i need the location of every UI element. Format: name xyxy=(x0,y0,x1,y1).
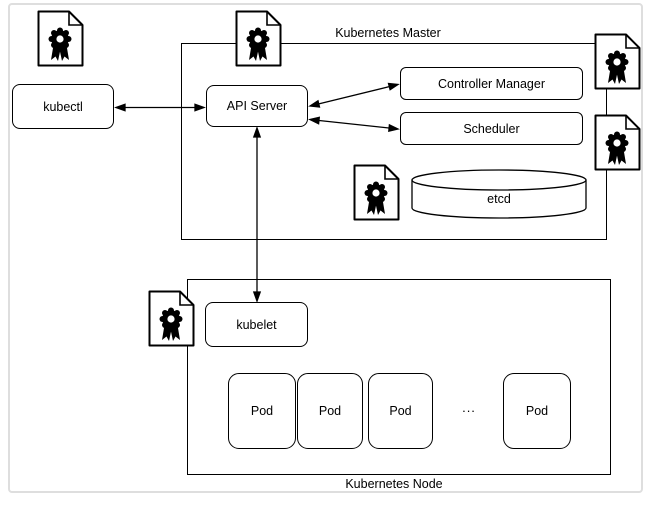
pod-box: Pod xyxy=(368,373,433,449)
controller-manager-box: Controller Manager xyxy=(400,67,583,100)
pod-box: Pod xyxy=(297,373,363,449)
certificate-icon xyxy=(353,164,400,221)
kubelet-box: kubelet xyxy=(205,302,308,347)
api-server-box: API Server xyxy=(206,85,308,127)
pods-ellipsis: ... xyxy=(462,400,476,415)
image-frame xyxy=(8,3,643,493)
kubelet-label: kubelet xyxy=(236,317,277,332)
certificate-icon xyxy=(594,33,641,90)
pod-label: Pod xyxy=(525,404,549,418)
pod-box: Pod xyxy=(503,373,571,449)
api-server-label: API Server xyxy=(226,99,288,113)
certificate-icon xyxy=(235,10,282,67)
kubernetes-node-label: Kubernetes Node xyxy=(345,477,443,491)
etcd-label: etcd xyxy=(487,192,511,206)
pod-label: Pod xyxy=(318,404,342,418)
pod-label: Pod xyxy=(389,404,412,418)
controller-manager-label: Controller Manager xyxy=(438,76,545,91)
scheduler-label: Scheduler xyxy=(463,121,520,136)
etcd-cylinder xyxy=(411,169,587,219)
certificate-icon xyxy=(148,290,195,347)
kubectl-label: kubectl xyxy=(43,99,83,114)
kubernetes-master-label: Kubernetes Master xyxy=(335,26,441,40)
certificate-icon xyxy=(37,10,84,67)
kubernetes-node-container xyxy=(187,279,611,475)
pod-box: Pod xyxy=(228,373,296,449)
pod-label: Pod xyxy=(250,404,274,418)
certificate-icon xyxy=(594,114,641,171)
scheduler-box: Scheduler xyxy=(400,112,583,145)
kubectl-box: kubectl xyxy=(12,84,114,129)
